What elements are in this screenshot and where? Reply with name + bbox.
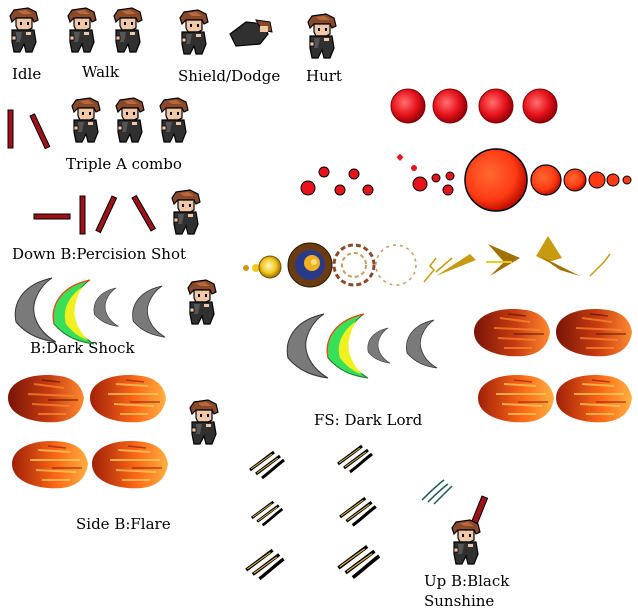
crescent-small-1 [93,287,119,327]
bolt-horizontal [33,213,71,220]
sprite-walk-1 [67,7,97,53]
red-orb-2 [432,88,468,124]
label-hurt: Hurt [306,67,342,85]
side-b-flare-4 [91,439,169,490]
claw-4 [338,496,378,527]
sprite-hurt [307,13,337,59]
blade-1 [7,109,14,149]
teal-claw [421,479,453,505]
claw-5 [244,548,286,581]
label-b-dark-shock: B:Dark Shock [30,339,135,357]
fs-flare-3 [477,373,555,424]
sprite-up-b [451,519,481,565]
fs-crescent-small-2 [406,319,438,369]
red-orb-3 [478,88,514,124]
fs-crescent-grey [286,313,329,379]
crescent-small-2 [132,285,166,338]
bolt-vertical [79,195,86,235]
sprite-walk-2 [113,7,143,53]
sprite-triple-a-1 [71,97,101,143]
label-down-b: Down B:Percision Shot [12,245,187,263]
crescent-green-1 [52,279,95,345]
side-b-flare-2 [89,373,167,424]
label-up-b-line1: Up B:Black [424,572,510,590]
crescent-grey-1 [14,277,57,343]
orange-orb-3 [563,168,587,192]
red-orb-1 [390,88,426,124]
label-shield-dodge: Shield/Dodge [178,67,281,85]
small-red-dots [300,153,455,196]
orange-orb-2 [530,164,562,196]
orange-orb-5 [606,173,620,187]
sprite-triple-a-2 [115,97,145,143]
red-orb-4 [522,88,558,124]
label-idle: Idle [12,65,42,83]
sprite-triple-a-3 [159,97,189,143]
claw-1 [248,450,286,480]
sprite-shield [179,9,209,55]
label-walk: Walk [82,63,119,81]
label-up-b-line2: Sunshine [424,592,495,610]
big-orange-orb [464,148,528,212]
claw-3 [250,500,284,527]
fs-flare-2 [555,307,633,358]
gold-energy-row [243,236,611,288]
claw-6 [336,544,382,580]
sprite-dodge [229,19,273,47]
orange-orb-4 [588,171,606,189]
sprite-side-b [189,399,219,445]
fs-crescent-small-1 [367,327,391,364]
side-b-flare-3 [11,439,89,490]
label-side-b-flare: Side B:Flare [76,515,171,533]
blade-2 [29,113,51,150]
orange-orb-6 [622,175,632,185]
sprite-idle [9,7,39,53]
sprite-dark-shock [187,279,217,325]
sprite-down-b [171,189,201,235]
label-triple-a-combo: Triple A combo [66,155,182,173]
fs-flare-1 [473,307,551,358]
claw-2 [336,444,374,474]
bolt-diag-1 [95,195,118,234]
bolt-diag-2 [131,194,157,232]
side-b-flare-1 [7,373,85,424]
fs-crescent-green [326,313,369,379]
fs-flare-4 [555,373,633,424]
label-fs-dark-lord: FS: Dark Lord [314,411,423,429]
